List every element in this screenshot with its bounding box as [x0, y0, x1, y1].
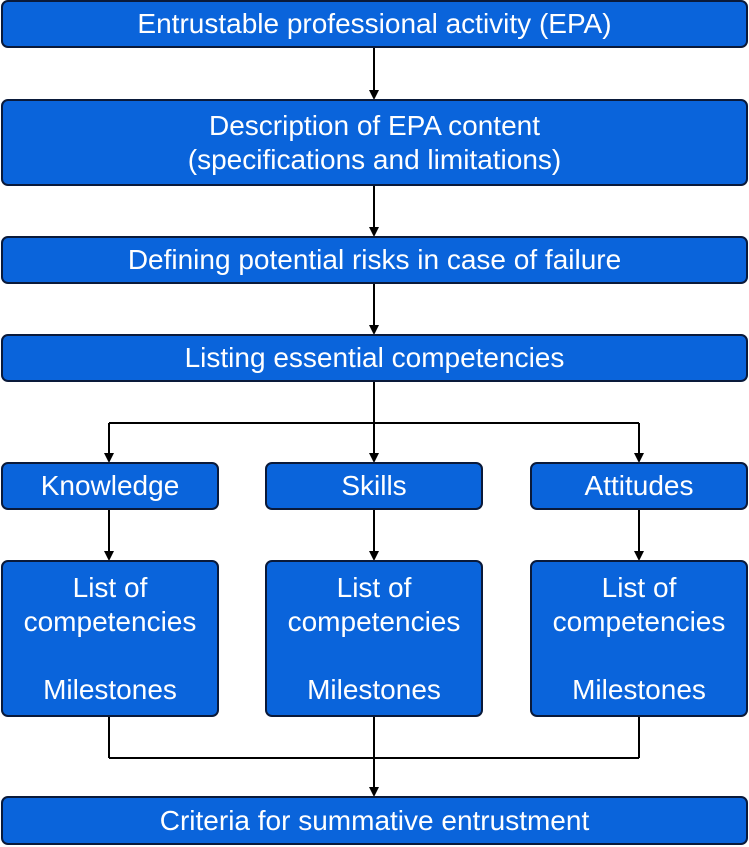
- description-line1: Description of EPA content: [209, 109, 540, 141]
- knowledge-label: Knowledge: [40, 470, 180, 501]
- risks-box: Defining potential risks in case of fail…: [1, 236, 748, 284]
- skills-list-line1: List of: [336, 571, 412, 603]
- risks-label: Defining potential risks in case of fail…: [127, 244, 622, 275]
- description-line2: (specifications and limitations): [187, 143, 562, 175]
- knowledge-list-box: List of competencies Milestones: [1, 560, 219, 717]
- knowledge-list-text: List of competencies Milestones: [24, 571, 197, 707]
- description-text: Description of EPA content (specificatio…: [188, 109, 562, 177]
- criteria-label: Criteria for summative entrustment: [159, 804, 590, 836]
- knowledge-milestones: Milestones: [43, 673, 177, 705]
- attitudes-label: Attitudes: [584, 470, 694, 501]
- knowledge-box: Knowledge: [1, 462, 219, 510]
- attitudes-list-line1: List of: [601, 571, 677, 603]
- description-box: Description of EPA content (specificatio…: [1, 99, 748, 186]
- attitudes-list-box: List of competencies Milestones: [530, 560, 748, 717]
- knowledge-list-line2: competencies: [23, 605, 197, 637]
- knowledge-list-line1: List of: [72, 571, 148, 603]
- attitudes-list-text: List of competencies Milestones: [553, 571, 726, 707]
- skills-milestones: Milestones: [307, 673, 441, 705]
- skills-box: Skills: [265, 462, 483, 510]
- epa-box: Entrustable professional activity (EPA): [1, 0, 748, 48]
- epa-label: Entrustable professional activity (EPA): [137, 8, 612, 39]
- attitudes-milestones: Milestones: [572, 673, 706, 705]
- skills-list-box: List of competencies Milestones: [265, 560, 483, 717]
- criteria-box: Criteria for summative entrustment: [1, 796, 748, 845]
- competencies-label: Listing essential competencies: [184, 342, 565, 373]
- competencies-box: Listing essential competencies: [1, 334, 748, 382]
- skills-list-text: List of competencies Milestones: [288, 571, 461, 707]
- attitudes-list-line2: competencies: [552, 605, 726, 637]
- attitudes-box: Attitudes: [530, 462, 748, 510]
- skills-label: Skills: [341, 470, 407, 501]
- skills-list-line2: competencies: [287, 605, 461, 637]
